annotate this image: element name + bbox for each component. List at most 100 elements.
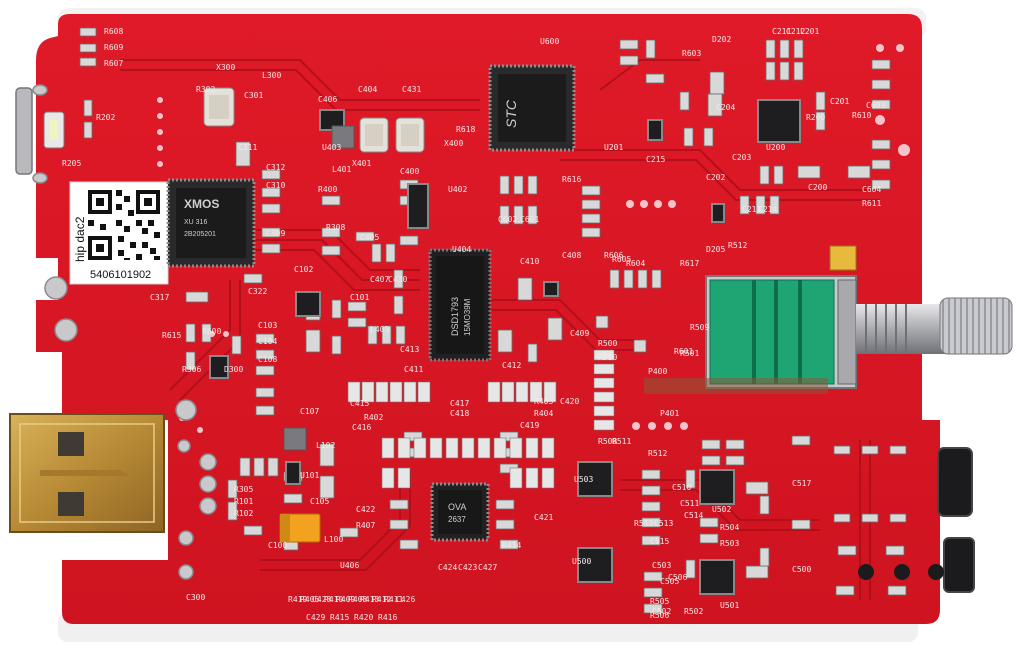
usb-a-connector <box>9 413 165 533</box>
silkscreen-label: R511 <box>612 437 631 446</box>
xmos-brand: XMOS <box>184 197 219 211</box>
silkscreen-label: R604 <box>626 259 645 268</box>
silkscreen-label: C510 <box>672 483 691 492</box>
silkscreen-label: R603 <box>682 49 701 58</box>
silkscreen-label: R403 <box>534 397 553 406</box>
silkscreen-label: R200 <box>806 113 825 122</box>
silkscreen-label: R404 <box>534 409 553 418</box>
silkscreen-label: C603 <box>866 101 885 110</box>
silkscreen-label: C213 <box>742 205 761 214</box>
silkscreen-label: C300 <box>186 593 205 602</box>
silkscreen-label: C410 <box>520 257 539 266</box>
silkscreen-label: R616 <box>562 175 581 184</box>
qr-sticker: hip dac2 5406101902 <box>69 181 169 285</box>
silkscreen-label: U500 <box>572 557 591 566</box>
dac-line2: 15MO39M <box>463 298 472 336</box>
silkscreen-label: R500 <box>598 339 617 348</box>
silkscreen-label: C417 <box>450 399 469 408</box>
silkscreen-label: P401 <box>660 409 679 418</box>
silkscreen-label: R409 <box>336 595 355 604</box>
silkscreen-label: C404 <box>358 85 377 94</box>
headphone-jacks <box>858 447 975 593</box>
silkscreen-label: C513 <box>654 519 673 528</box>
silkscreen-label: C431 <box>402 85 421 94</box>
silkscreen-label: D205 <box>706 245 725 254</box>
silkscreen-label: L403 <box>370 325 389 334</box>
silkscreen-label: C301 <box>244 91 263 100</box>
silkscreen-label: C601 <box>520 215 539 224</box>
silkscreen-label: U406 <box>340 561 359 570</box>
silkscreen-label: C201 <box>830 97 849 106</box>
silkscreen-label: U404 <box>452 245 471 254</box>
silkscreen-label: R609 <box>104 43 123 52</box>
silkscreen-label: R512 <box>648 449 667 458</box>
silkscreen-label: C419 <box>520 421 539 430</box>
silkscreen-label: R416 <box>378 613 397 622</box>
silkscreen-label: C317 <box>150 293 169 302</box>
silkscreen-label: C415 <box>350 399 369 408</box>
silkscreen-label: R509 <box>690 323 709 332</box>
silkscreen-label: R305 <box>234 485 253 494</box>
opamp-line1: OVA <box>448 502 466 512</box>
silkscreen-label: R202 <box>96 113 115 122</box>
silkscreen-label: R407 <box>356 521 375 530</box>
inductors <box>283 125 355 451</box>
silkscreen-label: C430 <box>388 275 407 284</box>
silkscreen-label: R508 <box>598 437 617 446</box>
silkscreen-label: C505 <box>660 577 679 586</box>
silkscreen-label: R101 <box>234 497 253 506</box>
silkscreen-label: R506 <box>650 611 669 620</box>
opamp-chip: OVA 2637 <box>430 482 490 542</box>
silkscreen-label: P400 <box>648 367 667 376</box>
silkscreen-label: L102 <box>316 441 335 450</box>
silkscreen-label: C102 <box>294 265 313 274</box>
qr-title: hip dac2 <box>73 216 87 262</box>
dac-line1: DSD1793 <box>450 297 460 336</box>
dac-chip: DSD1793 15MO39M <box>428 248 492 362</box>
silkscreen-label: C503 <box>652 561 671 570</box>
silkscreen-label: C502 <box>652 607 671 616</box>
qr-code <box>88 190 160 260</box>
silkscreen-label: R608 <box>104 27 123 36</box>
silkscreen-label: R510 <box>598 353 617 362</box>
silkscreen-label: L201 <box>800 27 819 36</box>
usb-window-top <box>58 432 84 456</box>
silkscreen-label: U402 <box>448 185 467 194</box>
silkscreen-label: C204 <box>716 103 735 112</box>
silkscreen-label: C604 <box>862 185 881 194</box>
trace-layer <box>120 59 880 600</box>
silkscreen-label: U600 <box>540 37 559 46</box>
silkscreen-label: R413 <box>360 595 379 604</box>
silkscreen-label: C422 <box>356 505 375 514</box>
silkscreen-label: C312 <box>266 163 285 172</box>
silkscreen-label: C322 <box>248 287 267 296</box>
silkscreen-label: R615 <box>162 331 181 340</box>
silkscreen-label: U501 <box>720 601 739 610</box>
silkscreen-label: C517 <box>792 479 811 488</box>
silkscreen-label: C408 <box>562 251 581 260</box>
silkscreen-label: C602 <box>498 215 517 224</box>
tantalum-capacitor <box>279 513 321 543</box>
silkscreen-label: R400 <box>318 185 337 194</box>
silkscreen-label: R611 <box>862 199 881 208</box>
silkscreen-label: R606 <box>604 251 623 260</box>
micro-usb-port <box>15 87 33 175</box>
silkscreen-label: C511 <box>680 499 699 508</box>
xmos-line1: XU 316 <box>184 219 207 226</box>
silkscreen-label: R415 <box>330 613 349 622</box>
silkscreen-label: C107 <box>300 407 319 416</box>
silkscreen-label: C424 <box>438 563 457 572</box>
silkscreen-label: C413 <box>400 345 419 354</box>
silkscreen-label: C214 <box>758 205 777 214</box>
silkscreen-label: R420 <box>354 613 373 622</box>
silkscreen-label: R618 <box>456 125 475 134</box>
silkscreen-label: C428 <box>312 595 331 604</box>
small-ics <box>209 99 801 595</box>
silkscreen-label: R419 <box>288 595 307 604</box>
silkscreen-label: C418 <box>450 409 469 418</box>
silkscreen-label: R406 <box>300 595 319 604</box>
silkscreen-label: R503 <box>720 539 739 548</box>
silkscreen-label: U101 <box>300 471 319 480</box>
silkscreen-label: C309 <box>266 229 285 238</box>
